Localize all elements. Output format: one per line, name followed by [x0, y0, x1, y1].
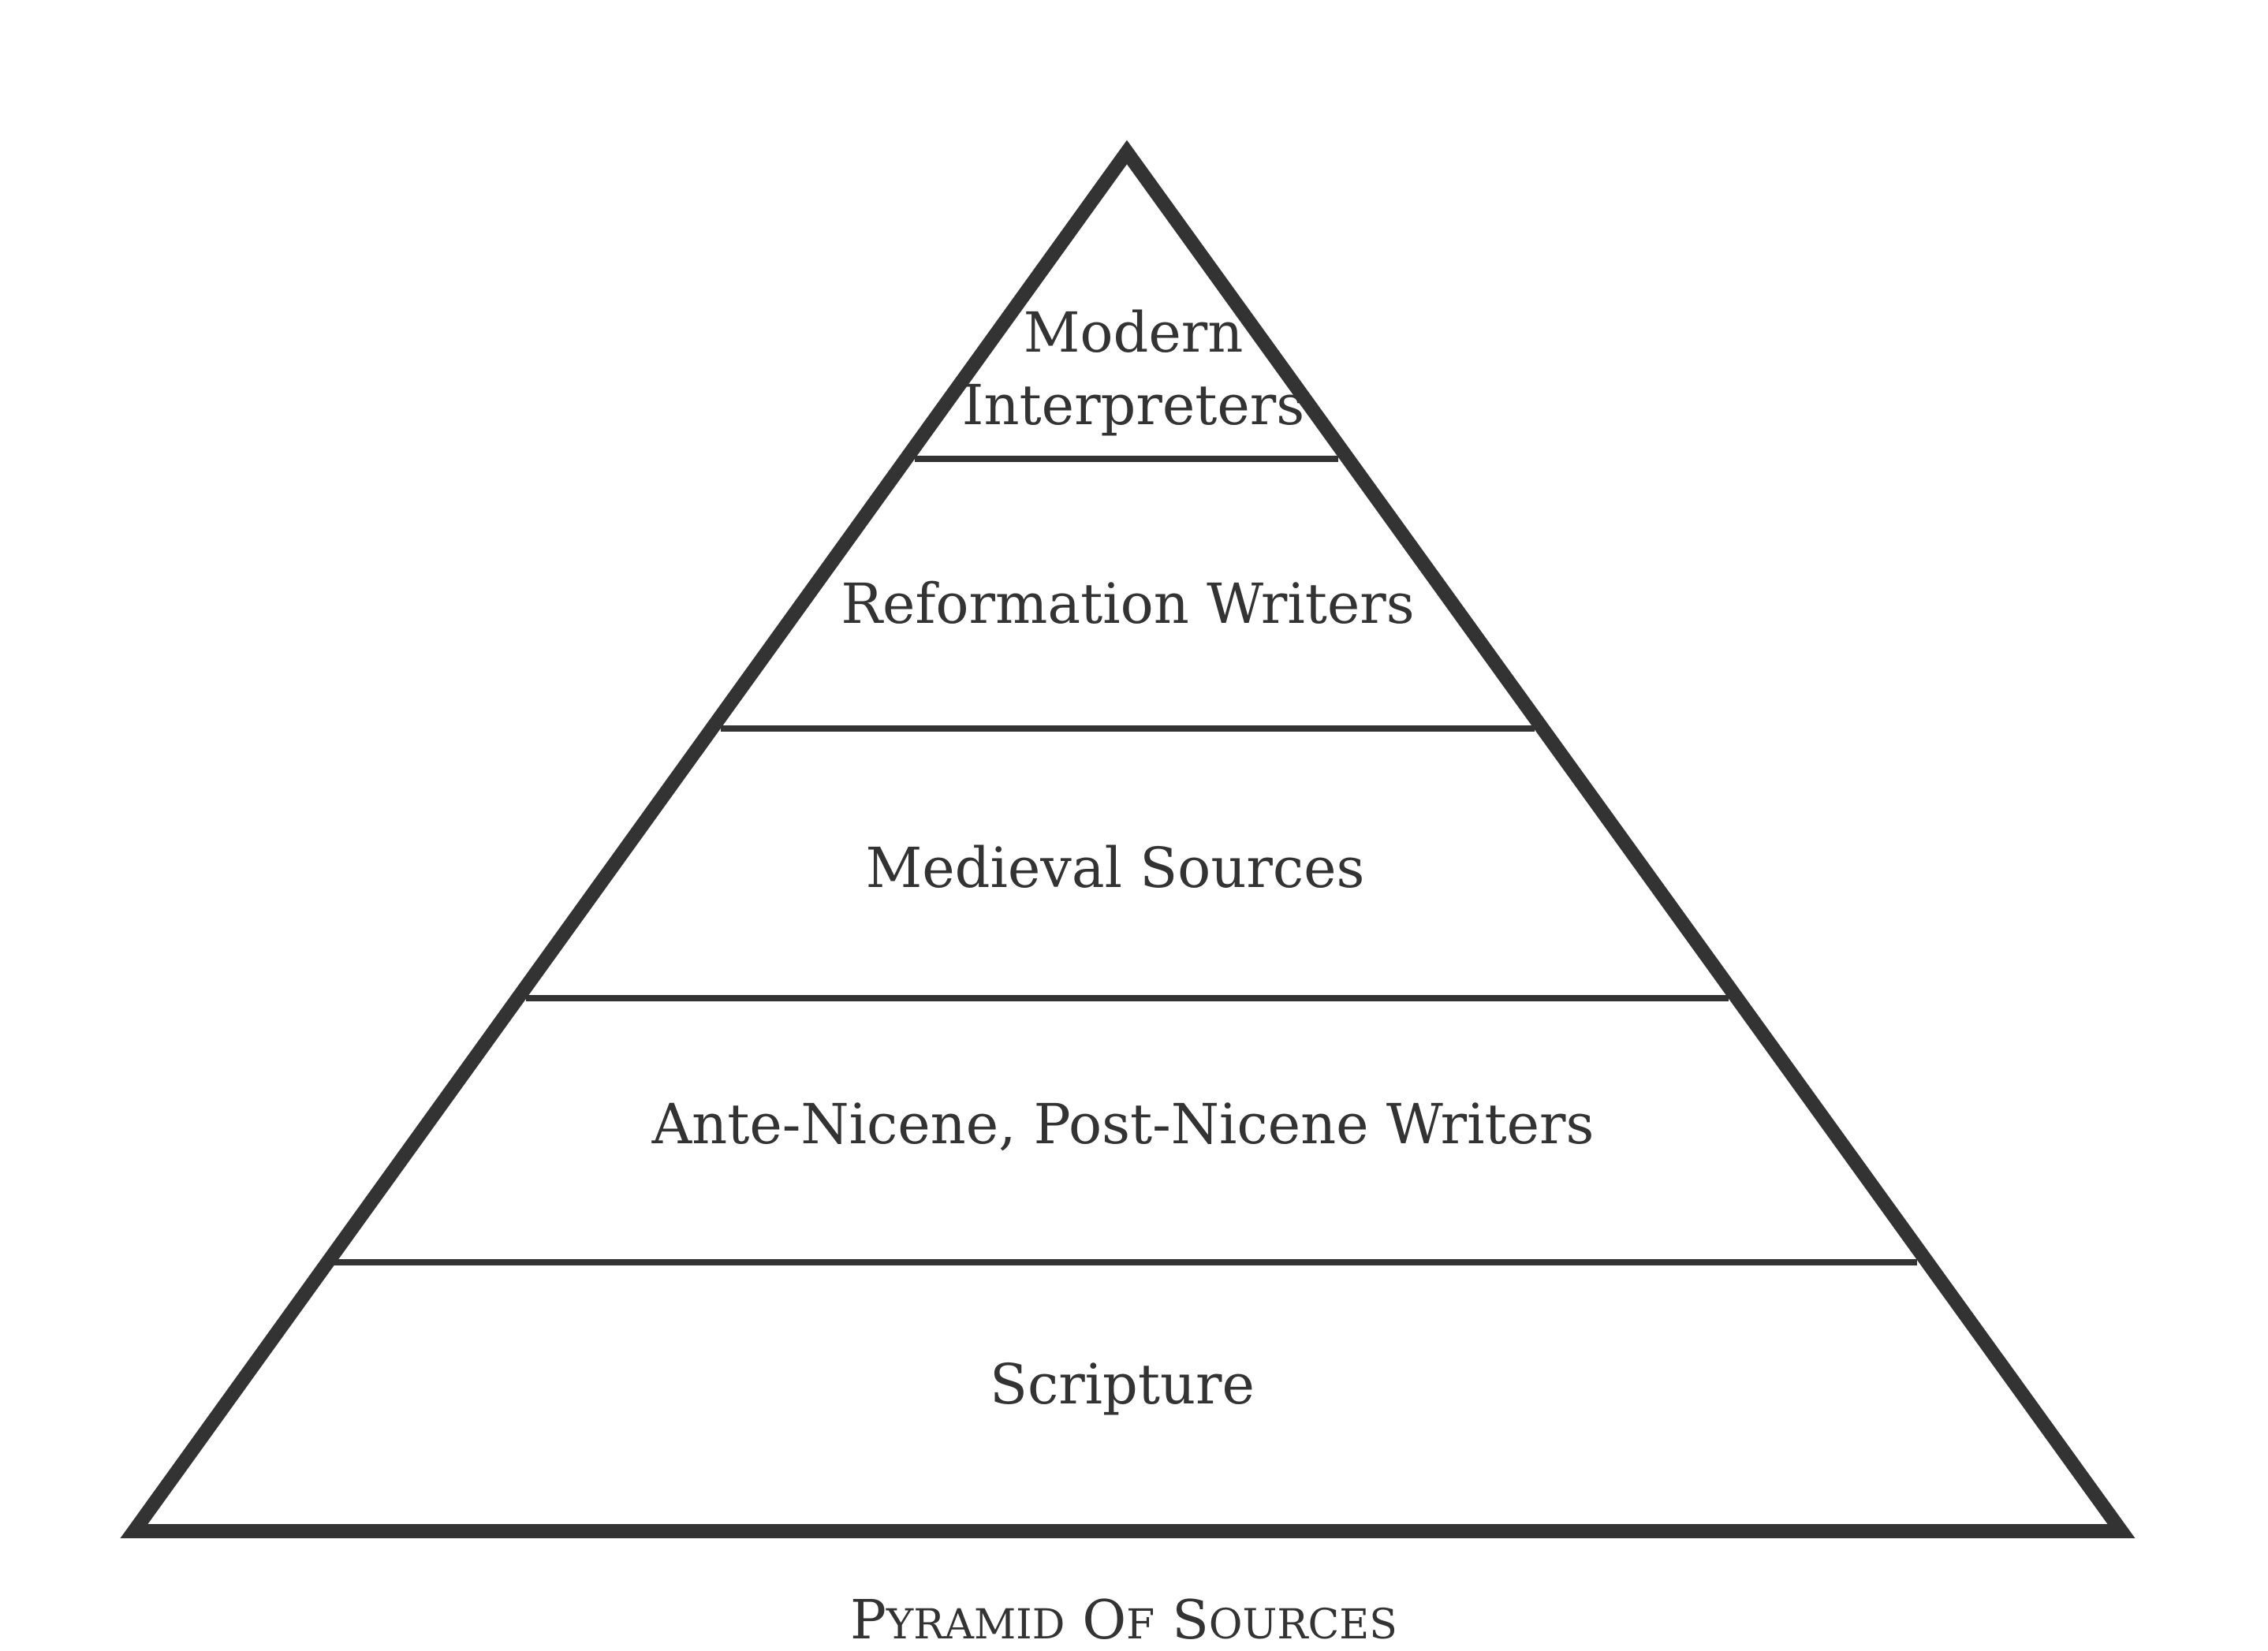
tier-label-interpreters: Interpreters — [962, 373, 1304, 438]
tier-label-reformation-writers: Reformation Writers — [841, 572, 1414, 636]
tier-label-scripture: Scripture — [990, 1352, 1255, 1417]
tier-label-modern: Modern — [1024, 300, 1244, 365]
tier-label-medieval-sources: Medieval Sources — [866, 836, 1365, 900]
pyramid-outline — [120, 140, 2136, 1538]
tier-label-ante-post-nicene-writers: Ante-Nicene, Post-Nicene Writers — [651, 1092, 1595, 1157]
